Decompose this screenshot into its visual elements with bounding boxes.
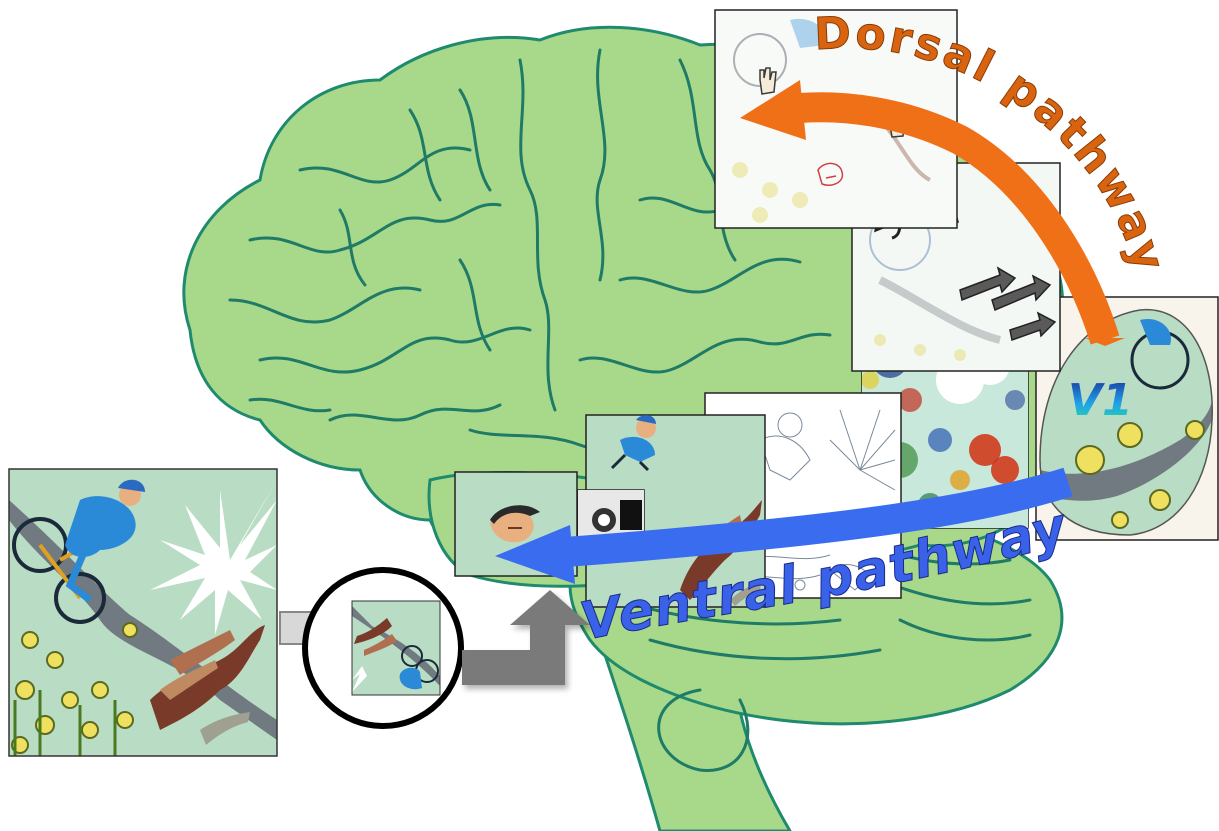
eye-icon <box>305 570 461 726</box>
gray-pathway-arrow <box>462 590 590 685</box>
scene-image <box>9 469 277 756</box>
v1-panel: V1 <box>1036 297 1218 540</box>
v1-label: V1 <box>1068 375 1133 426</box>
